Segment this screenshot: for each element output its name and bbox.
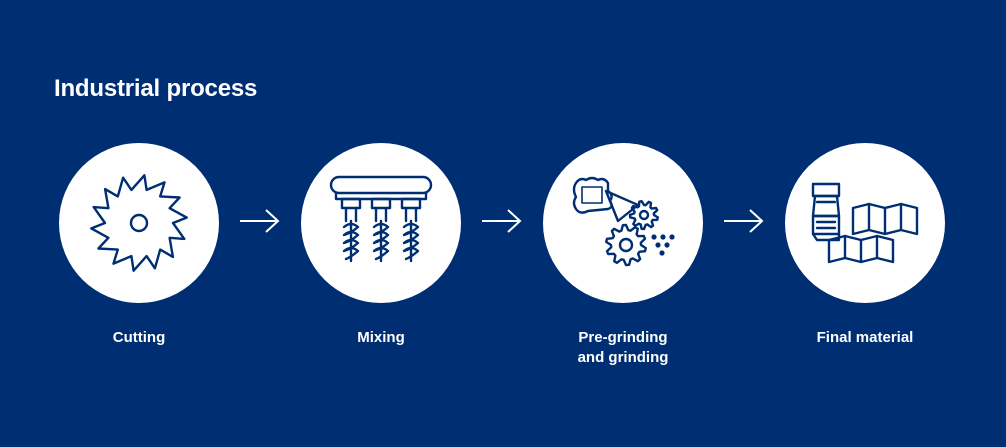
step-pre-grinding-and-grinding [543,143,703,303]
grinding-gears-icon [572,176,675,267]
arrow-right-icon [482,209,522,233]
arrow-right-icon [724,209,764,233]
circular-saw-blade-icon [90,174,188,272]
step-label-pre-grinding-and-grinding: Pre-grinding and grinding [577,329,669,366]
step-cutting [59,143,219,303]
step-label-mixing: Mixing [357,329,405,346]
diagram-title: Industrial process [54,75,258,102]
step-mixing [301,143,461,303]
step-final-material [785,143,945,303]
mixer-augers-icon [329,175,433,263]
step-label-cutting: Cutting [112,329,166,346]
packaged-material-icon [811,182,919,264]
arrow-right-icon [240,209,280,233]
step-label-final-material: Final material [816,329,914,346]
